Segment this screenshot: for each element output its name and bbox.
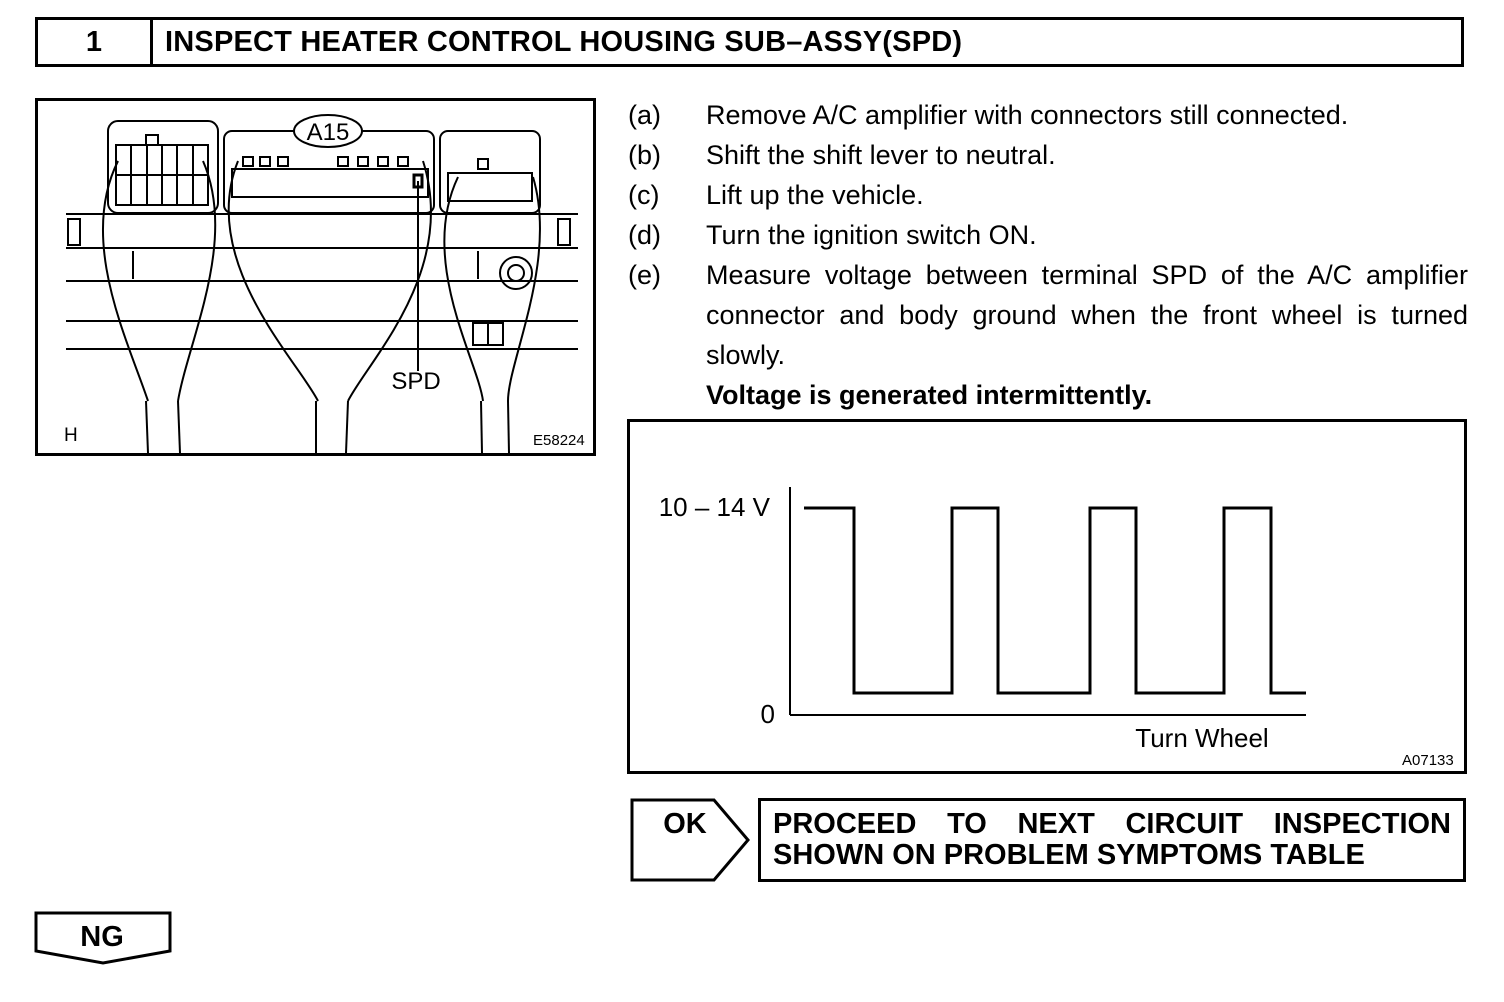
proceed-instruction-box: PROCEED TO NEXT CIRCUIT INSPECTION SHOWN… xyxy=(758,798,1466,882)
view-letter: H xyxy=(64,425,78,446)
voltage-waveform-chart: 10 – 14 V 0 Turn Wheel A07133 xyxy=(627,419,1467,774)
step-number: 1 xyxy=(38,20,153,64)
ok-arrow-shape xyxy=(630,798,750,882)
instruction-label: (b) xyxy=(628,140,661,170)
step-title: INSPECT HEATER CONTROL HOUSING SUB–ASSY(… xyxy=(165,25,963,58)
expected-result: Voltage is generated intermittently. xyxy=(706,380,1153,410)
proceed-line-2: SHOWN ON PROBLEM SYMPTOMS TABLE xyxy=(773,839,1365,871)
ng-result-box: NG xyxy=(34,911,172,965)
instruction-text: Measure voltage between terminal SPD of … xyxy=(706,260,1468,370)
waveform-svg: 10 – 14 V 0 Turn Wheel A07133 xyxy=(659,487,1454,769)
step-header: 1 INSPECT HEATER CONTROL HOUSING SUB–ASS… xyxy=(35,17,1464,67)
instruction-label: (c) xyxy=(628,180,660,210)
instruction-label: (a) xyxy=(628,100,661,130)
voltage-waveform xyxy=(804,506,1306,695)
connector-label: A15 xyxy=(307,119,350,146)
instruction-item: (b) Shift the shift lever to neutral. xyxy=(628,135,1468,175)
ok-label: OK xyxy=(663,808,707,840)
y-label-high: 10 – 14 V xyxy=(659,492,771,522)
ng-arrow-shape xyxy=(34,911,172,965)
instruction-text: Shift the shift lever to neutral. xyxy=(706,140,1056,170)
instruction-item: (e) Measure voltage between terminal SPD… xyxy=(628,255,1468,375)
y-label-zero: 0 xyxy=(761,699,775,729)
instruction-text: Turn the ignition switch ON. xyxy=(706,220,1037,250)
figure-code: E58224 xyxy=(533,432,585,449)
instruction-label: (d) xyxy=(628,220,661,250)
chart-figure-code: A07133 xyxy=(1402,752,1454,769)
instruction-text: Remove A/C amplifier with connectors sti… xyxy=(706,100,1349,130)
x-axis-label: Turn Wheel xyxy=(1135,723,1268,753)
spd-terminal-label: SPD xyxy=(391,368,440,395)
ok-result-box: OK xyxy=(630,798,752,882)
connector-drawing: A15 SPD H E58224 xyxy=(64,114,585,453)
instruction-item: (a) Remove A/C amplifier with connectors… xyxy=(628,95,1468,135)
instruction-label: (e) xyxy=(628,260,661,290)
ng-label: NG xyxy=(80,921,124,953)
instruction-item: (c) Lift up the vehicle. xyxy=(628,175,1468,215)
instruction-list: (a) Remove A/C amplifier with connectors… xyxy=(628,95,1468,415)
instruction-item: (d) Turn the ignition switch ON. xyxy=(628,215,1468,255)
proceed-line-1: PROCEED TO NEXT CIRCUIT INSPECTION xyxy=(773,808,1451,840)
connector-illustration: A15 SPD H E58224 xyxy=(35,98,596,456)
instruction-text: Lift up the vehicle. xyxy=(706,180,924,210)
